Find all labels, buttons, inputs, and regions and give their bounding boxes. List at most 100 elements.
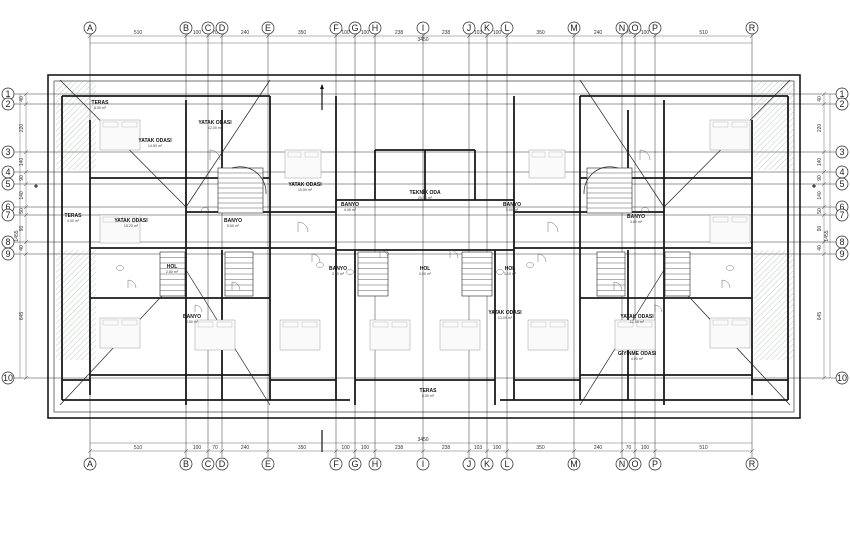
pillow bbox=[121, 121, 138, 128]
dim-label: 100 bbox=[341, 30, 350, 36]
room-name: HOL bbox=[167, 264, 178, 270]
grid-bubble-G bbox=[348, 21, 362, 35]
grid-bubble-K bbox=[480, 457, 494, 471]
room-name: BANYO bbox=[503, 202, 521, 208]
grid-label-N: N bbox=[619, 23, 626, 33]
dim-label: 350 bbox=[536, 445, 545, 451]
door-swing bbox=[449, 249, 459, 259]
room-name: YATAK ODASI bbox=[288, 182, 322, 188]
dim-tick bbox=[821, 375, 827, 381]
bed bbox=[99, 119, 141, 151]
pillow bbox=[304, 151, 319, 158]
room-name: YATAK ODASI bbox=[114, 218, 148, 224]
dim-label: 90 bbox=[19, 175, 25, 181]
dim-label: 140 bbox=[817, 191, 823, 200]
grid-label-P: P bbox=[652, 459, 658, 469]
dim-label: 140 bbox=[19, 158, 25, 167]
door-swing bbox=[654, 304, 663, 313]
room-name: HOL bbox=[505, 266, 516, 272]
dim-label: 220 bbox=[817, 124, 823, 133]
grid-label-E: E bbox=[265, 23, 271, 33]
bed bbox=[614, 319, 656, 351]
dim-tick bbox=[420, 33, 426, 39]
pillow bbox=[121, 319, 138, 326]
dim-tick bbox=[183, 33, 189, 39]
dim-tick bbox=[352, 33, 358, 39]
dim-tick bbox=[265, 33, 271, 39]
pillow bbox=[731, 121, 748, 128]
grid-label-5: 5 bbox=[839, 179, 844, 189]
door-swing bbox=[613, 281, 623, 291]
room-name: BANYO bbox=[329, 266, 347, 272]
dim-tick bbox=[372, 448, 378, 454]
grid-label-5: 5 bbox=[5, 179, 10, 189]
grid-label-D: D bbox=[219, 23, 226, 33]
grid-label-1: 1 bbox=[5, 89, 10, 99]
dim-label: 40 bbox=[19, 96, 25, 102]
dim-tick bbox=[23, 169, 29, 175]
grid-label-B: B bbox=[183, 23, 189, 33]
bed bbox=[709, 317, 751, 349]
grid-bubble-I bbox=[416, 457, 430, 471]
dim-label: 240 bbox=[241, 445, 250, 451]
dim-tick bbox=[205, 33, 211, 39]
grid-bubble-7 bbox=[1, 208, 15, 222]
dim-tick bbox=[504, 33, 510, 39]
grid-label-C: C bbox=[205, 23, 212, 33]
room-area: 4.00 m² bbox=[631, 357, 644, 361]
dim-label: 140 bbox=[19, 191, 25, 200]
dim-label: 240 bbox=[594, 30, 603, 36]
grid-label-F: F bbox=[333, 459, 339, 469]
bed bbox=[528, 149, 566, 179]
dim-label: 90 bbox=[817, 175, 823, 181]
dim-tick bbox=[23, 375, 29, 381]
grid-label-4: 4 bbox=[5, 167, 10, 177]
room-name: TERAS bbox=[92, 100, 110, 106]
dim-label: 100 bbox=[493, 445, 502, 451]
grid-bubble-F bbox=[329, 21, 343, 35]
pillow bbox=[712, 216, 729, 223]
dim-tick bbox=[23, 181, 29, 187]
dim-total: 1455 bbox=[824, 230, 830, 241]
cross-mark bbox=[812, 184, 816, 188]
grid-label-1: 1 bbox=[839, 89, 844, 99]
grid-label-L: L bbox=[504, 23, 509, 33]
dim-label: 510 bbox=[134, 445, 143, 451]
room-name: TEKNİK ODA bbox=[409, 189, 441, 196]
dim-tick bbox=[652, 448, 658, 454]
pillow bbox=[548, 151, 563, 158]
toilet bbox=[116, 265, 124, 271]
room-name: GİYİNME ODASI bbox=[618, 350, 657, 357]
dim-label: 240 bbox=[241, 30, 250, 36]
dim-tick bbox=[420, 448, 426, 454]
grid-label-J: J bbox=[467, 23, 472, 33]
bed bbox=[194, 319, 236, 351]
pillow bbox=[102, 121, 119, 128]
grid-bubble-L bbox=[500, 21, 514, 35]
dim-tick bbox=[619, 448, 625, 454]
dim-label: 240 bbox=[594, 445, 603, 451]
grid-bubble-E bbox=[261, 457, 275, 471]
grid-label-R: R bbox=[749, 23, 756, 33]
interior-detail bbox=[34, 79, 816, 452]
room-area: 3.50 m² bbox=[186, 320, 199, 324]
grid-bubble-B bbox=[179, 21, 193, 35]
room-name: HOL bbox=[420, 266, 431, 272]
dim-label: 103 bbox=[474, 445, 483, 451]
grid-bubble-I bbox=[416, 21, 430, 35]
dim-tick bbox=[821, 251, 827, 257]
grid-label-D: D bbox=[219, 459, 226, 469]
dim-tick bbox=[571, 448, 577, 454]
dim-tick bbox=[219, 448, 225, 454]
grid-label-R: R bbox=[749, 459, 756, 469]
pillow bbox=[121, 216, 138, 223]
dim-label: 100 bbox=[193, 445, 202, 451]
dim-label: 40 bbox=[817, 96, 823, 102]
pillow bbox=[531, 151, 546, 158]
grid-label-8: 8 bbox=[839, 237, 844, 247]
grid-label-M: M bbox=[570, 459, 578, 469]
dim-label: 140 bbox=[817, 158, 823, 167]
bed bbox=[709, 119, 751, 151]
